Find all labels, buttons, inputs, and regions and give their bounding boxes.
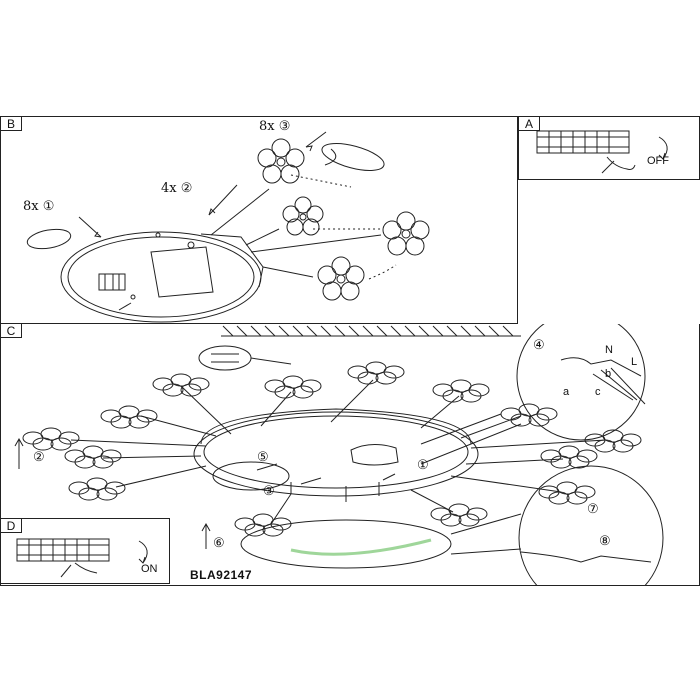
flower [68, 477, 126, 501]
hand-icon [60, 562, 98, 578]
flower [152, 373, 210, 397]
detail-glass-clip [518, 465, 664, 586]
panel-a-tag: A [518, 116, 540, 131]
flower [538, 481, 596, 505]
switch-on-label: ON [141, 563, 158, 575]
flower [347, 361, 405, 385]
terminal-block [16, 538, 110, 562]
step-8: ⑧ [599, 534, 611, 549]
step-6: ⑥ [213, 536, 225, 551]
canopy [193, 411, 479, 497]
panel-a: A OFF [518, 116, 700, 180]
flower [432, 379, 490, 403]
detail-wiring [516, 324, 646, 441]
terminal-block [536, 130, 630, 154]
switch-off-label: OFF [647, 155, 669, 167]
panel-b: B [0, 116, 518, 324]
hand-icon [601, 156, 636, 174]
step-3: ③ [263, 484, 275, 499]
flower [22, 427, 80, 451]
rotate-arrow-icon [138, 540, 148, 564]
step-4: ④ [533, 338, 545, 353]
wire-c-label: c [595, 386, 601, 398]
wire-n-label: N [605, 344, 613, 356]
panel-d: D ON [0, 518, 170, 584]
mounting-plate [150, 246, 214, 298]
flower [100, 405, 158, 429]
flower [584, 429, 642, 453]
panel-b-drawing [26, 131, 430, 323]
flower-top [257, 138, 305, 184]
flower [264, 375, 322, 399]
flower-mid [282, 196, 324, 236]
step-2: ② [33, 450, 45, 465]
product-code: BLA92147 [190, 568, 253, 582]
wire-b-label: b [605, 368, 612, 380]
canopy-ring [60, 231, 262, 323]
callout-8x-1: 8x ① [23, 199, 55, 214]
step-5: ⑤ [257, 450, 269, 465]
wire-l-label: L [631, 356, 638, 368]
flower [540, 445, 598, 469]
panel-d-tag: D [0, 518, 22, 533]
panel-c-tag: C [0, 323, 22, 338]
flower [234, 513, 292, 537]
step-1: ① [417, 458, 429, 473]
panel-c-drawing [14, 324, 664, 586]
panel-a-drawing [536, 130, 668, 174]
flower [500, 403, 558, 427]
flower-right [382, 211, 430, 256]
callout-8x-3: 8x ③ [259, 119, 291, 134]
panel-d-drawing [16, 538, 148, 578]
panel-b-tag: B [0, 116, 22, 131]
callout-4x-2: 4x ② [161, 181, 193, 196]
flower [64, 445, 122, 469]
glass-diffuser [240, 519, 452, 569]
rotate-arrow-icon [658, 136, 668, 160]
flower-low [317, 256, 365, 301]
wire-a-label: a [563, 386, 570, 398]
step-7: ⑦ [587, 502, 599, 517]
flower [430, 503, 488, 527]
